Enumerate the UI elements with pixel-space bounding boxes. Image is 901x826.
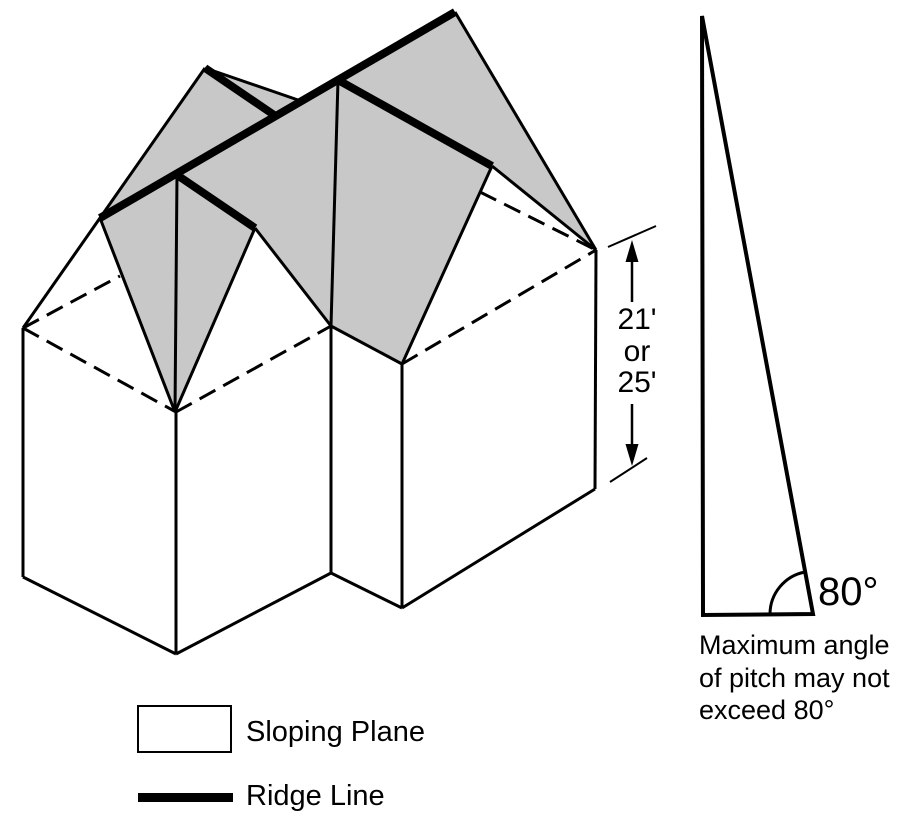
dimension-or: or	[623, 334, 651, 368]
dimension-value-2: 25'	[617, 366, 657, 399]
pitch-caption: Maximum angle of pitch may not exceed 80…	[699, 629, 899, 727]
roof-edge-middle-valley-east	[253, 227, 333, 327]
sloping-plane-left-gable-near	[100, 68, 277, 218]
wall-base-middle	[330, 571, 403, 610]
wall-base-left-a	[22, 575, 177, 656]
roof-edge-right-gable	[453, 11, 598, 251]
roof-edge-left-fan-divider	[173, 174, 179, 413]
hidden-eave-right-near	[401, 248, 597, 366]
roof-edge-left-fan-east	[173, 227, 257, 413]
roof-edge-right-fan-east	[400, 165, 494, 365]
wall-base-right	[401, 487, 596, 610]
sloping-plane-right-valley	[331, 80, 492, 364]
pitch-caption-line-2: of pitch may not	[699, 662, 890, 693]
hidden-eave-left-near-a	[22, 326, 177, 414]
roof-edge-right-fan-base	[330, 324, 403, 366]
roof-edge-left-gable	[21, 67, 207, 329]
sloping-plane-right-gable	[338, 12, 596, 250]
roof-edge-right-eave	[491, 164, 597, 252]
sloping-plane-left-valley-west	[100, 175, 177, 412]
dimension-tick-2	[609, 457, 648, 483]
sloping-plane-middle	[177, 80, 338, 326]
height-dimension-label: 21' or 25'	[597, 304, 677, 399]
wall-base-left-b	[175, 571, 332, 656]
roof-edge-left-fan-west	[98, 217, 177, 413]
pitch-caption-line-3: exceed 80°	[699, 695, 835, 725]
ridge-line-left-upper	[202, 64, 280, 121]
roof-edge-center-valley	[329, 79, 340, 327]
sloping-plane-label: Sloping Plane	[246, 716, 425, 748]
ridge-line-label: Ridge Line	[246, 780, 385, 812]
roof-edge-left-peak-far	[204, 66, 302, 103]
dimension-value-1: 21'	[617, 303, 657, 336]
pitch-triangle-outline	[700, 15, 816, 618]
pitch-angle-arc	[768, 570, 806, 615]
hidden-eave-left-near-b	[175, 324, 332, 414]
dimension-arrowhead-2	[625, 444, 639, 466]
ridge-line-right	[336, 76, 494, 170]
hidden-eave-left-far	[22, 274, 121, 330]
wall-edge-far-right	[593, 249, 598, 490]
dimension-tick-1	[607, 225, 657, 248]
pitch-caption-line-1: Maximum angle	[699, 630, 890, 660]
hidden-eave-right-far	[479, 190, 597, 252]
angle-value-label: 80°	[818, 570, 879, 614]
dimension-arrowhead-1	[625, 240, 639, 262]
ridge-line-left-lower	[174, 171, 258, 232]
sloping-plane-left-valley-east	[175, 175, 255, 412]
ridge-line-swatch	[138, 793, 233, 802]
sloping-plane-swatch	[137, 705, 232, 753]
